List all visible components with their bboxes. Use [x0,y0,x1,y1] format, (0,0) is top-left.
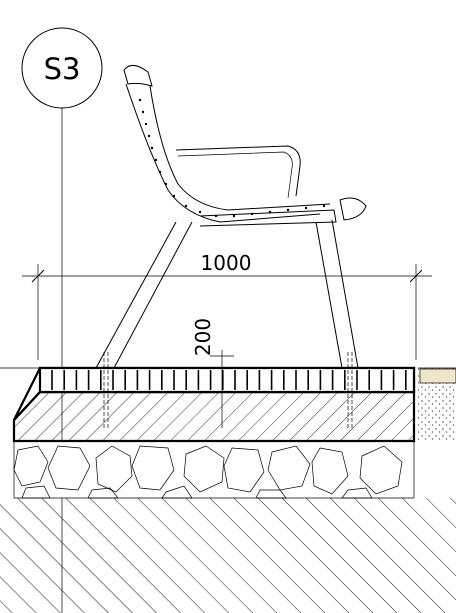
paving-joints [51,370,407,390]
slat-mark [172,194,176,198]
dimension-width-label: 1000 [201,251,252,275]
stone [95,445,133,493]
stone [131,445,175,491]
stone [255,489,287,499]
stone [21,485,51,499]
dimension-width: 1000 [22,251,432,360]
dimension-height-label: 200 [191,318,215,356]
stone [13,445,49,487]
stone [267,445,311,491]
stone [87,487,119,499]
stone [223,447,265,493]
chair [95,65,367,369]
stone [311,447,349,495]
slat-mark [138,98,142,102]
seat-frame [199,209,337,227]
front-leg-b [331,219,359,369]
slat-mark [286,208,290,212]
stone [183,445,225,493]
armrest [175,145,301,197]
rear-leg-b [113,221,193,369]
gravel-layer [13,441,415,499]
adjacent-ground [418,367,456,440]
slat-mark [141,110,145,114]
stone [359,445,403,495]
stone [47,445,91,491]
anchor-bolt-left [103,352,109,428]
backrest-cap [123,65,153,87]
stone [161,485,193,499]
slat-mark [144,122,148,126]
concrete-slab [12,390,416,443]
section-marker: S3 [21,27,103,109]
slat-mark [198,210,202,214]
section-marker-label: S3 [44,52,81,86]
backrest-slats [138,98,326,218]
slat-mark [322,204,326,208]
slat-mark [150,146,154,150]
slat-mark [164,182,168,186]
slat-mark [232,214,236,218]
front-leg-a [315,221,343,369]
stone [341,487,373,499]
paving-strip [419,368,456,384]
slat-mark [184,204,188,208]
slat-mark [158,170,162,174]
backrest-back [149,85,331,211]
armrest-inner [177,151,293,199]
subsoil-hatching [0,498,456,613]
slat-mark [147,134,151,138]
seat-front-cap [339,197,367,221]
dimension-height: 200 [191,318,234,428]
anchor-bolt-right [347,352,353,428]
slat-mark [154,158,158,162]
backrest-front [125,83,321,223]
rear-leg-a [95,221,177,369]
slat-mark [304,206,308,210]
